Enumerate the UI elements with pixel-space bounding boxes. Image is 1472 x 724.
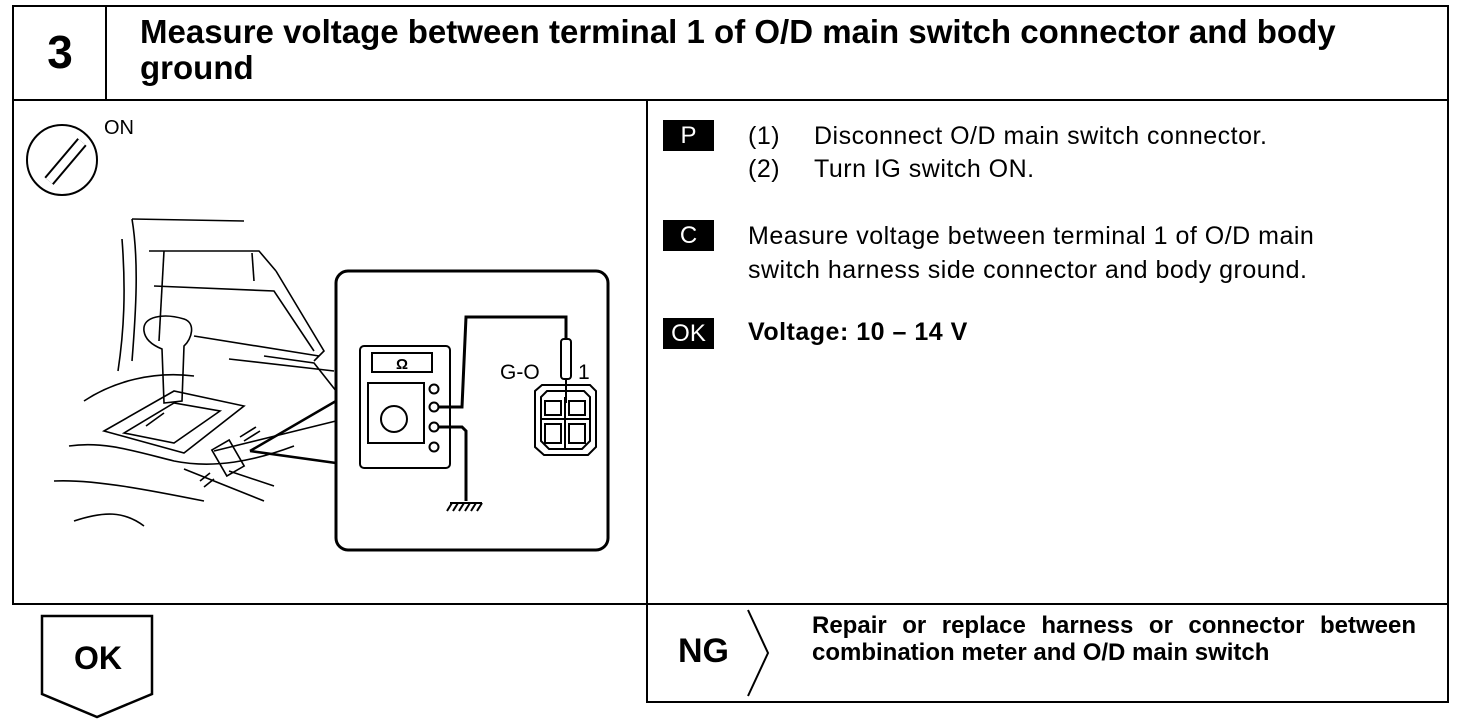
check-instruction-line-2: switch harness side connector and body g… (748, 256, 1308, 284)
prepare-step-1-text: Disconnect O/D main switch connector. (814, 122, 1268, 150)
callout-leader (249, 399, 337, 465)
inset-detail-frame (334, 269, 610, 552)
ng-chevron-icon (747, 609, 770, 697)
step-title: Measure voltage between terminal 1 of O/… (140, 13, 1336, 86)
body-ground-icon (446, 502, 483, 512)
header-divider (12, 99, 1449, 101)
ok-arrow-icon (40, 614, 154, 719)
column-divider (646, 100, 648, 703)
frame-left-border (12, 5, 14, 605)
harness-connector-sketch (199, 426, 261, 488)
wire-color-label: G-O (500, 361, 540, 384)
step-number-divider (105, 5, 107, 100)
ng-box-bottom-border (646, 701, 1449, 703)
ng-label: NG (678, 632, 729, 670)
frame-top-border (12, 5, 1449, 7)
ohm-symbol-label: Ω (396, 356, 408, 373)
ignition-on-label: ON (104, 117, 134, 139)
body-bottom-divider (12, 603, 1449, 605)
prepare-step-2-number: (2) (748, 155, 781, 183)
prepare-badge: P (663, 120, 714, 151)
terminal-number-label: 1 (578, 361, 590, 384)
check-instruction-line-1: Measure voltage between terminal 1 of O/… (748, 222, 1315, 250)
ok-spec-badge: OK (663, 318, 714, 349)
center-console-sketch (53, 218, 345, 527)
test-leads (439, 315, 568, 501)
ok-next-step-label: OK (74, 640, 122, 676)
inspection-illustration: ON (26, 117, 610, 552)
prepare-step-2-text: Turn IG switch ON. (814, 155, 1035, 183)
frame-right-border (1447, 5, 1449, 703)
prepare-step-1-number: (1) (748, 122, 781, 150)
check-badge: C (663, 220, 714, 251)
ok-voltage-spec: Voltage: 10 – 14 V (748, 318, 968, 346)
step-number: 3 (47, 26, 73, 78)
od-main-switch-connector-icon (534, 384, 597, 456)
ignition-key-icon (26, 124, 98, 196)
ng-repair-instruction: Repair or replace harness or connector b… (812, 612, 1416, 666)
